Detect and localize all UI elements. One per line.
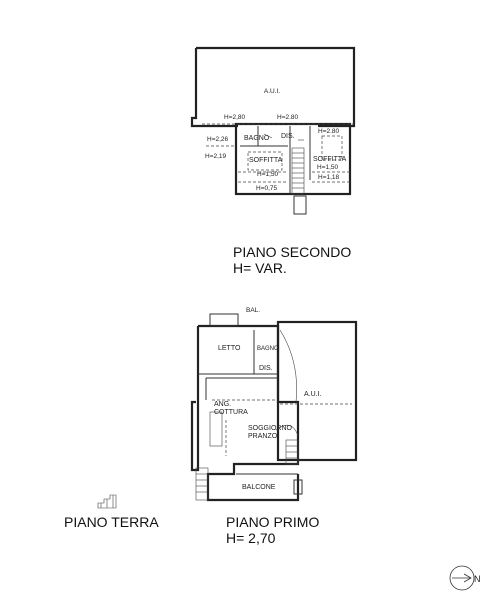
second-floor-height-label: H=0,75	[256, 185, 278, 192]
first-floor-dis-label: DIS.	[259, 365, 273, 372]
first-floor-aui-walls	[276, 320, 358, 462]
first-floor-external-stair	[195, 467, 209, 501]
north-arrow-icon	[449, 565, 475, 591]
second-floor-height-label: H=2,19	[205, 153, 227, 160]
compass: N	[449, 565, 481, 591]
second-floor-title: PIANO SECONDO	[233, 244, 351, 260]
first-floor-kitchen-label: COTTURA	[214, 409, 248, 416]
ground-floor-stair	[97, 494, 117, 509]
first-floor-living-label: SOGGIORNO	[248, 425, 293, 432]
second-floor-soffitta-label: SOFFITTA	[313, 156, 347, 163]
first-floor-top-balcony	[209, 313, 239, 327]
second-floor-plan: A.U.I. H=2,80 H=2.80 H=2.80 H=2,26 H=2,1…	[190, 46, 356, 276]
first-floor-chimney	[293, 479, 303, 495]
second-floor-stair	[291, 147, 305, 195]
second-floor-aui-walls	[190, 46, 356, 128]
first-floor-roof-arc	[279, 329, 297, 403]
first-floor-living-label: PRANZO	[248, 433, 278, 440]
second-floor-height-label: H=2.80	[318, 128, 340, 135]
second-floor-height-label: H=1,18	[318, 174, 340, 181]
second-floor-bagno-label: BAGNO	[244, 135, 270, 142]
first-floor-bal-label: BAL.	[246, 307, 260, 314]
first-floor-door-swing	[275, 424, 299, 437]
second-floor-height-label: H=2,26	[207, 136, 229, 143]
second-floor-height-label: H=1,50	[257, 171, 279, 178]
second-floor-dashed-limit	[321, 135, 343, 161]
second-floor-height: H= VAR.	[233, 260, 287, 276]
ground-floor-title: PIANO TERRA	[64, 514, 159, 530]
second-floor-door-swing	[263, 133, 273, 139]
first-floor-balcone-label: BALCONE	[242, 484, 276, 491]
second-floor-dashed-limit	[247, 151, 283, 171]
first-floor-title: PIANO PRIMO	[226, 514, 319, 530]
first-floor-height: H= 2,70	[226, 530, 276, 546]
first-floor-plan: BAL. LETTO BAGNO DIS. A.U.I. ANG. COTTUR…	[190, 307, 358, 546]
second-floor-dis-label: DIS.	[281, 133, 295, 140]
first-floor-letto-label: LETTO	[218, 345, 241, 352]
compass-north-label: N	[474, 574, 481, 584]
first-floor-aui-label: A.U.I.	[304, 391, 322, 398]
second-floor-chimney	[293, 195, 307, 215]
first-floor-kitchen-counter	[209, 411, 223, 447]
second-floor-height-label: H=2,80	[224, 114, 246, 121]
first-floor-stair	[285, 439, 299, 465]
second-floor-soffitta-label: SOFFITTA	[249, 157, 283, 164]
ground-floor-plan: PIANO TERRA	[64, 494, 159, 530]
first-floor-bagno-label: BAGNO	[257, 346, 279, 352]
first-floor-kitchen-label: ANG.	[214, 401, 231, 408]
second-floor-height-label: H=2.80	[277, 114, 299, 121]
second-floor-aui-label: A.U.I.	[264, 88, 280, 95]
second-floor-height-label: H=1,50	[317, 164, 339, 171]
